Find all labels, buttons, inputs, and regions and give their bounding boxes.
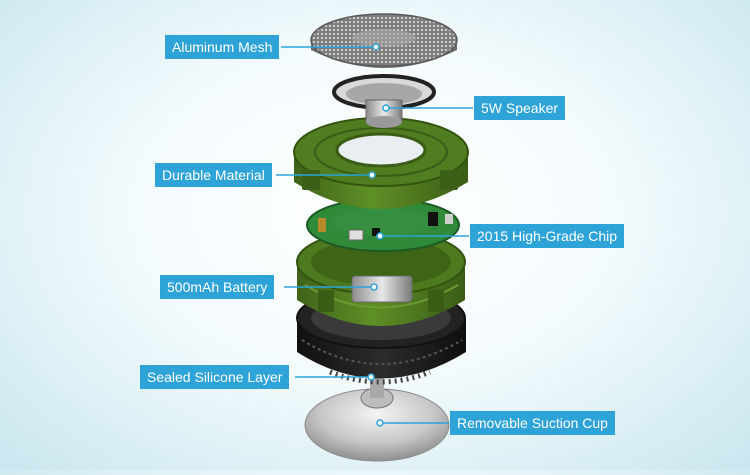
callout-lines [276, 43, 473, 427]
label-durable-material: Durable Material [155, 163, 272, 187]
label-5w-speaker: 5W Speaker [474, 96, 566, 120]
suction-cup-part [304, 372, 450, 462]
aluminum-mesh-part [310, 13, 458, 68]
label-suction-cup: Removable Suction Cup [450, 411, 615, 435]
label-aluminum-mesh: Aluminum Mesh [165, 35, 280, 59]
durable-shell-part [293, 117, 469, 209]
label-high-grade-chip: 2015 High-Grade Chip [470, 224, 625, 248]
label-battery: 500mAh Battery [160, 275, 275, 299]
label-silicone-layer: Sealed Silicone Layer [140, 365, 290, 389]
speaker-driver-part [332, 74, 436, 128]
